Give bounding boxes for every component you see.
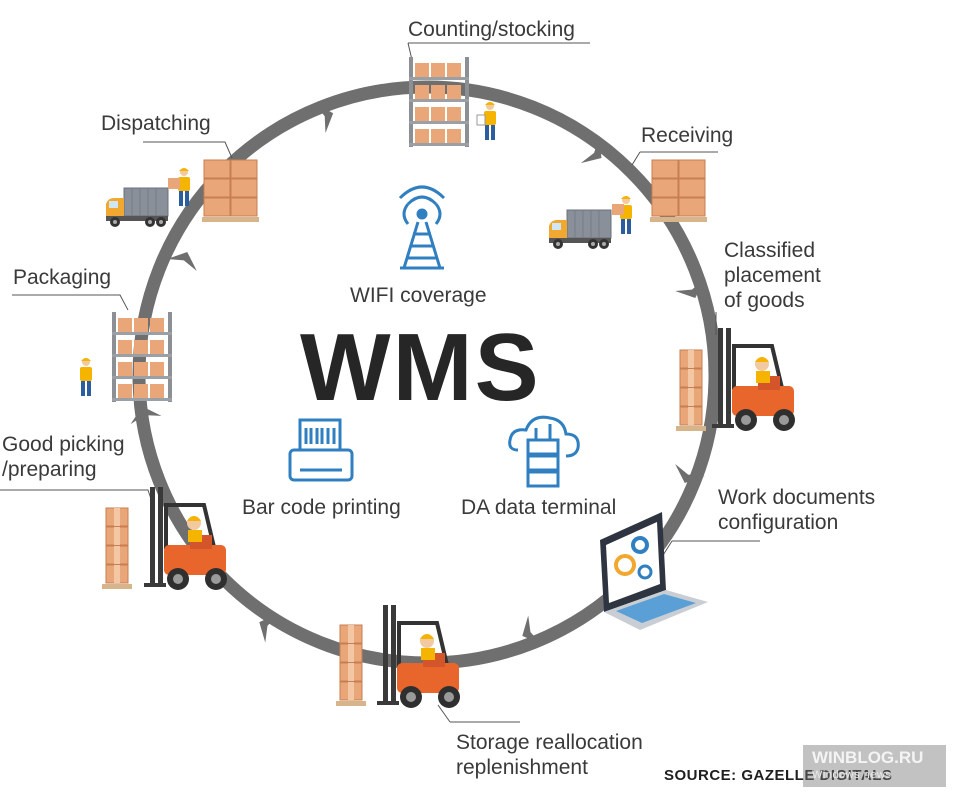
storage-forklift (336, 603, 462, 710)
arrow-icon (167, 252, 197, 271)
barcode-printing-label: Bar code printing (242, 496, 401, 519)
laptop-illustration (600, 512, 708, 630)
stage-classified-label: Classified placement of goods (724, 239, 821, 312)
arrow-icon (259, 613, 279, 643)
stage-receiving-label: Receiving (641, 124, 734, 147)
stage-work-docs-label: Work documents configuration (718, 486, 876, 534)
stage-dispatching-label: Dispatching (101, 112, 211, 135)
arrow-icon (130, 406, 162, 425)
cloud-terminal-icon (508, 415, 580, 488)
stage-storage-label: Storage reallocation replenishment (456, 731, 643, 779)
dispatching-illustration (105, 159, 260, 228)
arrow-icon (522, 615, 542, 645)
arrow-icon (675, 464, 705, 483)
stage-picking-label: Good picking /preparing (2, 433, 125, 481)
watermark-title: WINBLOG.RU (812, 748, 924, 767)
cycle-arrows (130, 102, 705, 645)
barcode-printer-icon (288, 418, 354, 482)
wifi-coverage-label: WIFI coverage (350, 284, 487, 307)
classified-forklift (676, 326, 797, 433)
stage-counting-label: Counting/stocking (408, 18, 575, 41)
watermark-overlay (803, 745, 946, 787)
leader-lines (0, 42, 760, 723)
arrow-icon (580, 136, 602, 164)
arrow-icon (314, 102, 334, 134)
counting-illustration (409, 57, 496, 147)
data-terminal-label: DA data terminal (461, 496, 617, 519)
stage-packaging-label: Packaging (13, 266, 112, 289)
arrow-icon (675, 279, 705, 298)
source-credit: SOURCE: GAZELLE DIGITALS (664, 767, 893, 784)
receiving-illustration (548, 159, 708, 250)
watermark-subtitle: Windows news (812, 769, 892, 781)
wifi-tower-icon (398, 185, 446, 270)
wms-title: WMS (300, 314, 541, 421)
packaging-illustration (80, 312, 172, 402)
